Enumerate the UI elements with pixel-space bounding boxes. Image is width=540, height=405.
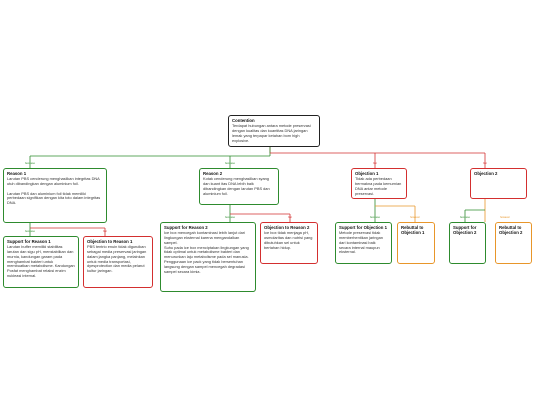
contention-title: Contention (232, 118, 255, 123)
support-objection-1-text: Metode preservasi tidak memberhentikan j… (339, 230, 383, 255)
label-because-so1: because (370, 216, 380, 219)
objection-2-node[interactable]: Objection 2 (470, 168, 527, 199)
reason-2-text: Kotak cenderung menghasilkan syang dan k… (203, 176, 270, 196)
label-because-so2: because (460, 216, 470, 219)
objection-1-title: Objection 1 (355, 171, 379, 176)
support-reason-1-text: Larutan buffer memiliki stabilitas larut… (7, 244, 75, 278)
support-reason-2-text: Ice box mencegah kontaminasi lebih lanju… (164, 230, 249, 274)
label-but-or1: but (103, 230, 107, 233)
objection-reason-2-node[interactable]: Objection to Reason 2 Ice box tidak menj… (260, 222, 318, 264)
objection-reason-1-node[interactable]: Objection to Reason 1 PBS tentrio enuin … (83, 236, 153, 288)
objection-1-node[interactable]: Objection 1 Tidak ada perbedaan bermakna… (351, 168, 407, 199)
objection-reason-1-text: PBS tentrio enuin tidak diguruikan sebag… (87, 244, 147, 274)
rebuttal-objection-1-title: Rebuttal to Objection 1 (401, 225, 425, 236)
objection-1-text: Tidak ada perbedaan bermakna pada kemurn… (355, 176, 402, 196)
support-objection-2-title: Support for Objection 2 (453, 225, 477, 236)
rebuttal-objection-2-title: Rebuttal to Objection 2 (499, 225, 523, 236)
reason-1-text-2: Larutan PBS dan aluminium foil tidak mem… (7, 190, 101, 206)
support-objection-1-title: Support for Objection 1 (339, 225, 387, 230)
support-objection-2-node[interactable]: Support for Objection 2 (449, 222, 486, 264)
label-but-or2: but (288, 216, 292, 219)
reason-1-text-1: Larutan PBS cenderung menghasilkan integ… (7, 176, 100, 186)
rebuttal-objection-1-node[interactable]: Rebuttal to Objection 1 (397, 222, 435, 264)
objection-reason-2-title: Objection to Reason 2 (264, 225, 310, 230)
contention-node[interactable]: Contention Terdapat hubungan antara meto… (228, 115, 320, 147)
rebuttal-objection-2-node[interactable]: Rebuttal to Objection 2 (495, 222, 532, 264)
label-because-r1: because (25, 162, 35, 165)
contention-text: Terdapat hubungan antara metode preserva… (232, 123, 311, 143)
reason-1-title: Reason 1 (7, 171, 27, 176)
objection-reason-1-title: Objection to Reason 1 (87, 239, 133, 244)
label-because-s1: because (25, 230, 35, 233)
reason-1-node[interactable]: Reason 1 Larutan PBS cenderung menghasil… (3, 168, 107, 223)
objection-2-title: Objection 2 (474, 171, 498, 176)
objection-reason-2-text: Ice box tidak menjaga pH, osmolaritas da… (264, 230, 313, 250)
support-reason-1-node[interactable]: Support for Reason 1 Larutan buffer memi… (3, 236, 79, 288)
label-because-r2: because (225, 162, 235, 165)
support-reason-1-title: Support for Reason 1 (7, 239, 51, 244)
label-however-ro1: however (410, 216, 420, 219)
support-reason-2-title: Support for Reason 2 (164, 225, 208, 230)
label-but-o1: but (373, 162, 377, 165)
support-reason-2-node[interactable]: Support for Reason 2 Ice box mencegah ko… (160, 222, 256, 292)
label-however-ro2: however (500, 216, 510, 219)
label-because-s2: because (225, 216, 235, 219)
label-but-o2: but (483, 162, 487, 165)
support-objection-1-node[interactable]: Support for Objection 1 Metode preservas… (335, 222, 392, 264)
reason-2-title: Reason 2 (203, 171, 223, 176)
reason-2-node[interactable]: Reason 2 Kotak cenderung menghasilkan sy… (199, 168, 279, 205)
